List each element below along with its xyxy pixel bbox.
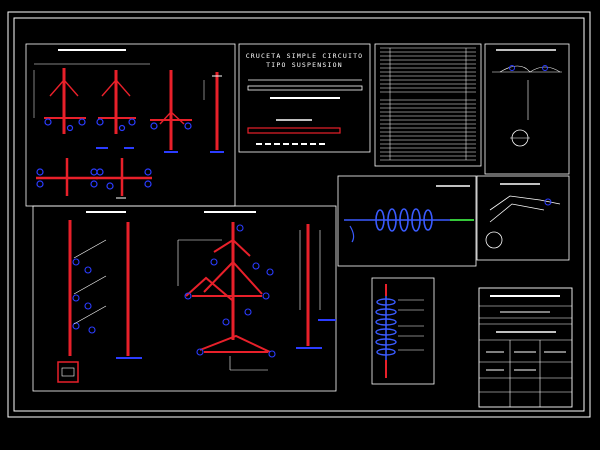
crossarm-icon <box>247 85 363 91</box>
drawing-title-line2: TIPO SUSPENSION <box>266 61 343 69</box>
insulator-icon <box>375 208 433 232</box>
pole-icon <box>68 220 310 356</box>
panel-materials-table <box>374 43 482 167</box>
inner-frame <box>13 17 585 412</box>
panel-connection-detail <box>476 175 570 261</box>
panel-crossarm-detail <box>238 43 371 153</box>
outer-frame <box>7 11 591 418</box>
insulator-icon <box>44 118 192 132</box>
panel-structure-elevations <box>25 43 236 207</box>
panel-insulator-string <box>337 175 477 267</box>
panel-vertical-insulator <box>371 277 435 385</box>
drawing-title-line1: CRUCETA SIMPLE CIRCUITO <box>245 52 364 60</box>
panel-structure-assembly <box>32 205 337 392</box>
title-block-icon <box>478 287 573 408</box>
panel-grounding-detail <box>484 43 570 175</box>
